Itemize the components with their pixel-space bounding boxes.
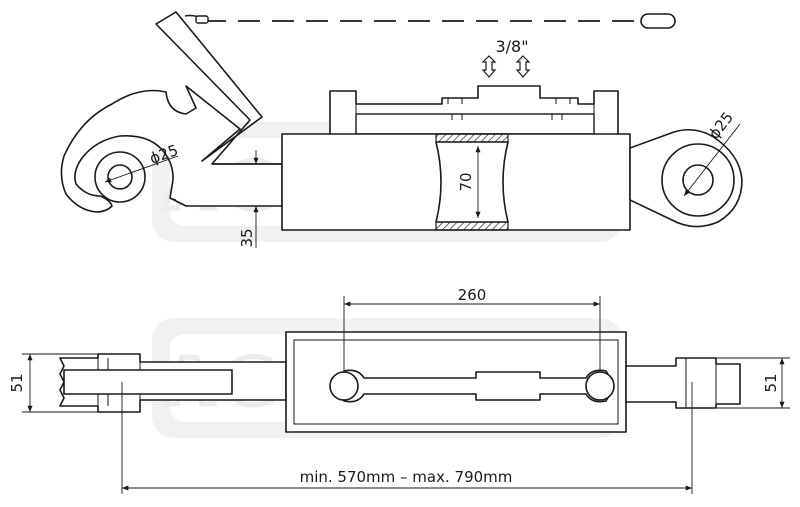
right-shaft bbox=[625, 357, 741, 409]
left-width-dimension: 51 bbox=[8, 353, 98, 413]
length-range-label: min. 570mm – max. 790mm bbox=[300, 468, 513, 486]
slot-dimension: 260 bbox=[343, 286, 601, 372]
bottom-view: 260 51 51 min. 570mm – max. 790mm bbox=[8, 286, 790, 494]
thread-arrows bbox=[481, 55, 531, 78]
body-height-label: 70 bbox=[457, 172, 475, 191]
offset-label: 35 bbox=[238, 228, 256, 247]
length-dimension: min. 570mm – max. 790mm bbox=[121, 382, 693, 494]
offset-dimension: 35 bbox=[238, 150, 282, 248]
quick-hitch-hook bbox=[60, 11, 283, 213]
body-section-cut: 70 bbox=[435, 133, 509, 231]
thread-size-label: 3/8" bbox=[495, 37, 528, 56]
latch-handle bbox=[640, 13, 676, 29]
latch-cable bbox=[184, 13, 676, 29]
right-width-dimension: 51 bbox=[716, 357, 790, 409]
adjusting-slot bbox=[336, 369, 612, 403]
left-shaft-slot bbox=[63, 369, 233, 395]
eye-end-bore bbox=[682, 164, 714, 196]
left-width-label: 51 bbox=[8, 373, 26, 392]
right-width-label: 51 bbox=[762, 373, 780, 392]
slot-length-label: 260 bbox=[458, 286, 487, 304]
top-view: 3/8" ϕ25 70 ϕ25 35 bbox=[60, 11, 743, 248]
